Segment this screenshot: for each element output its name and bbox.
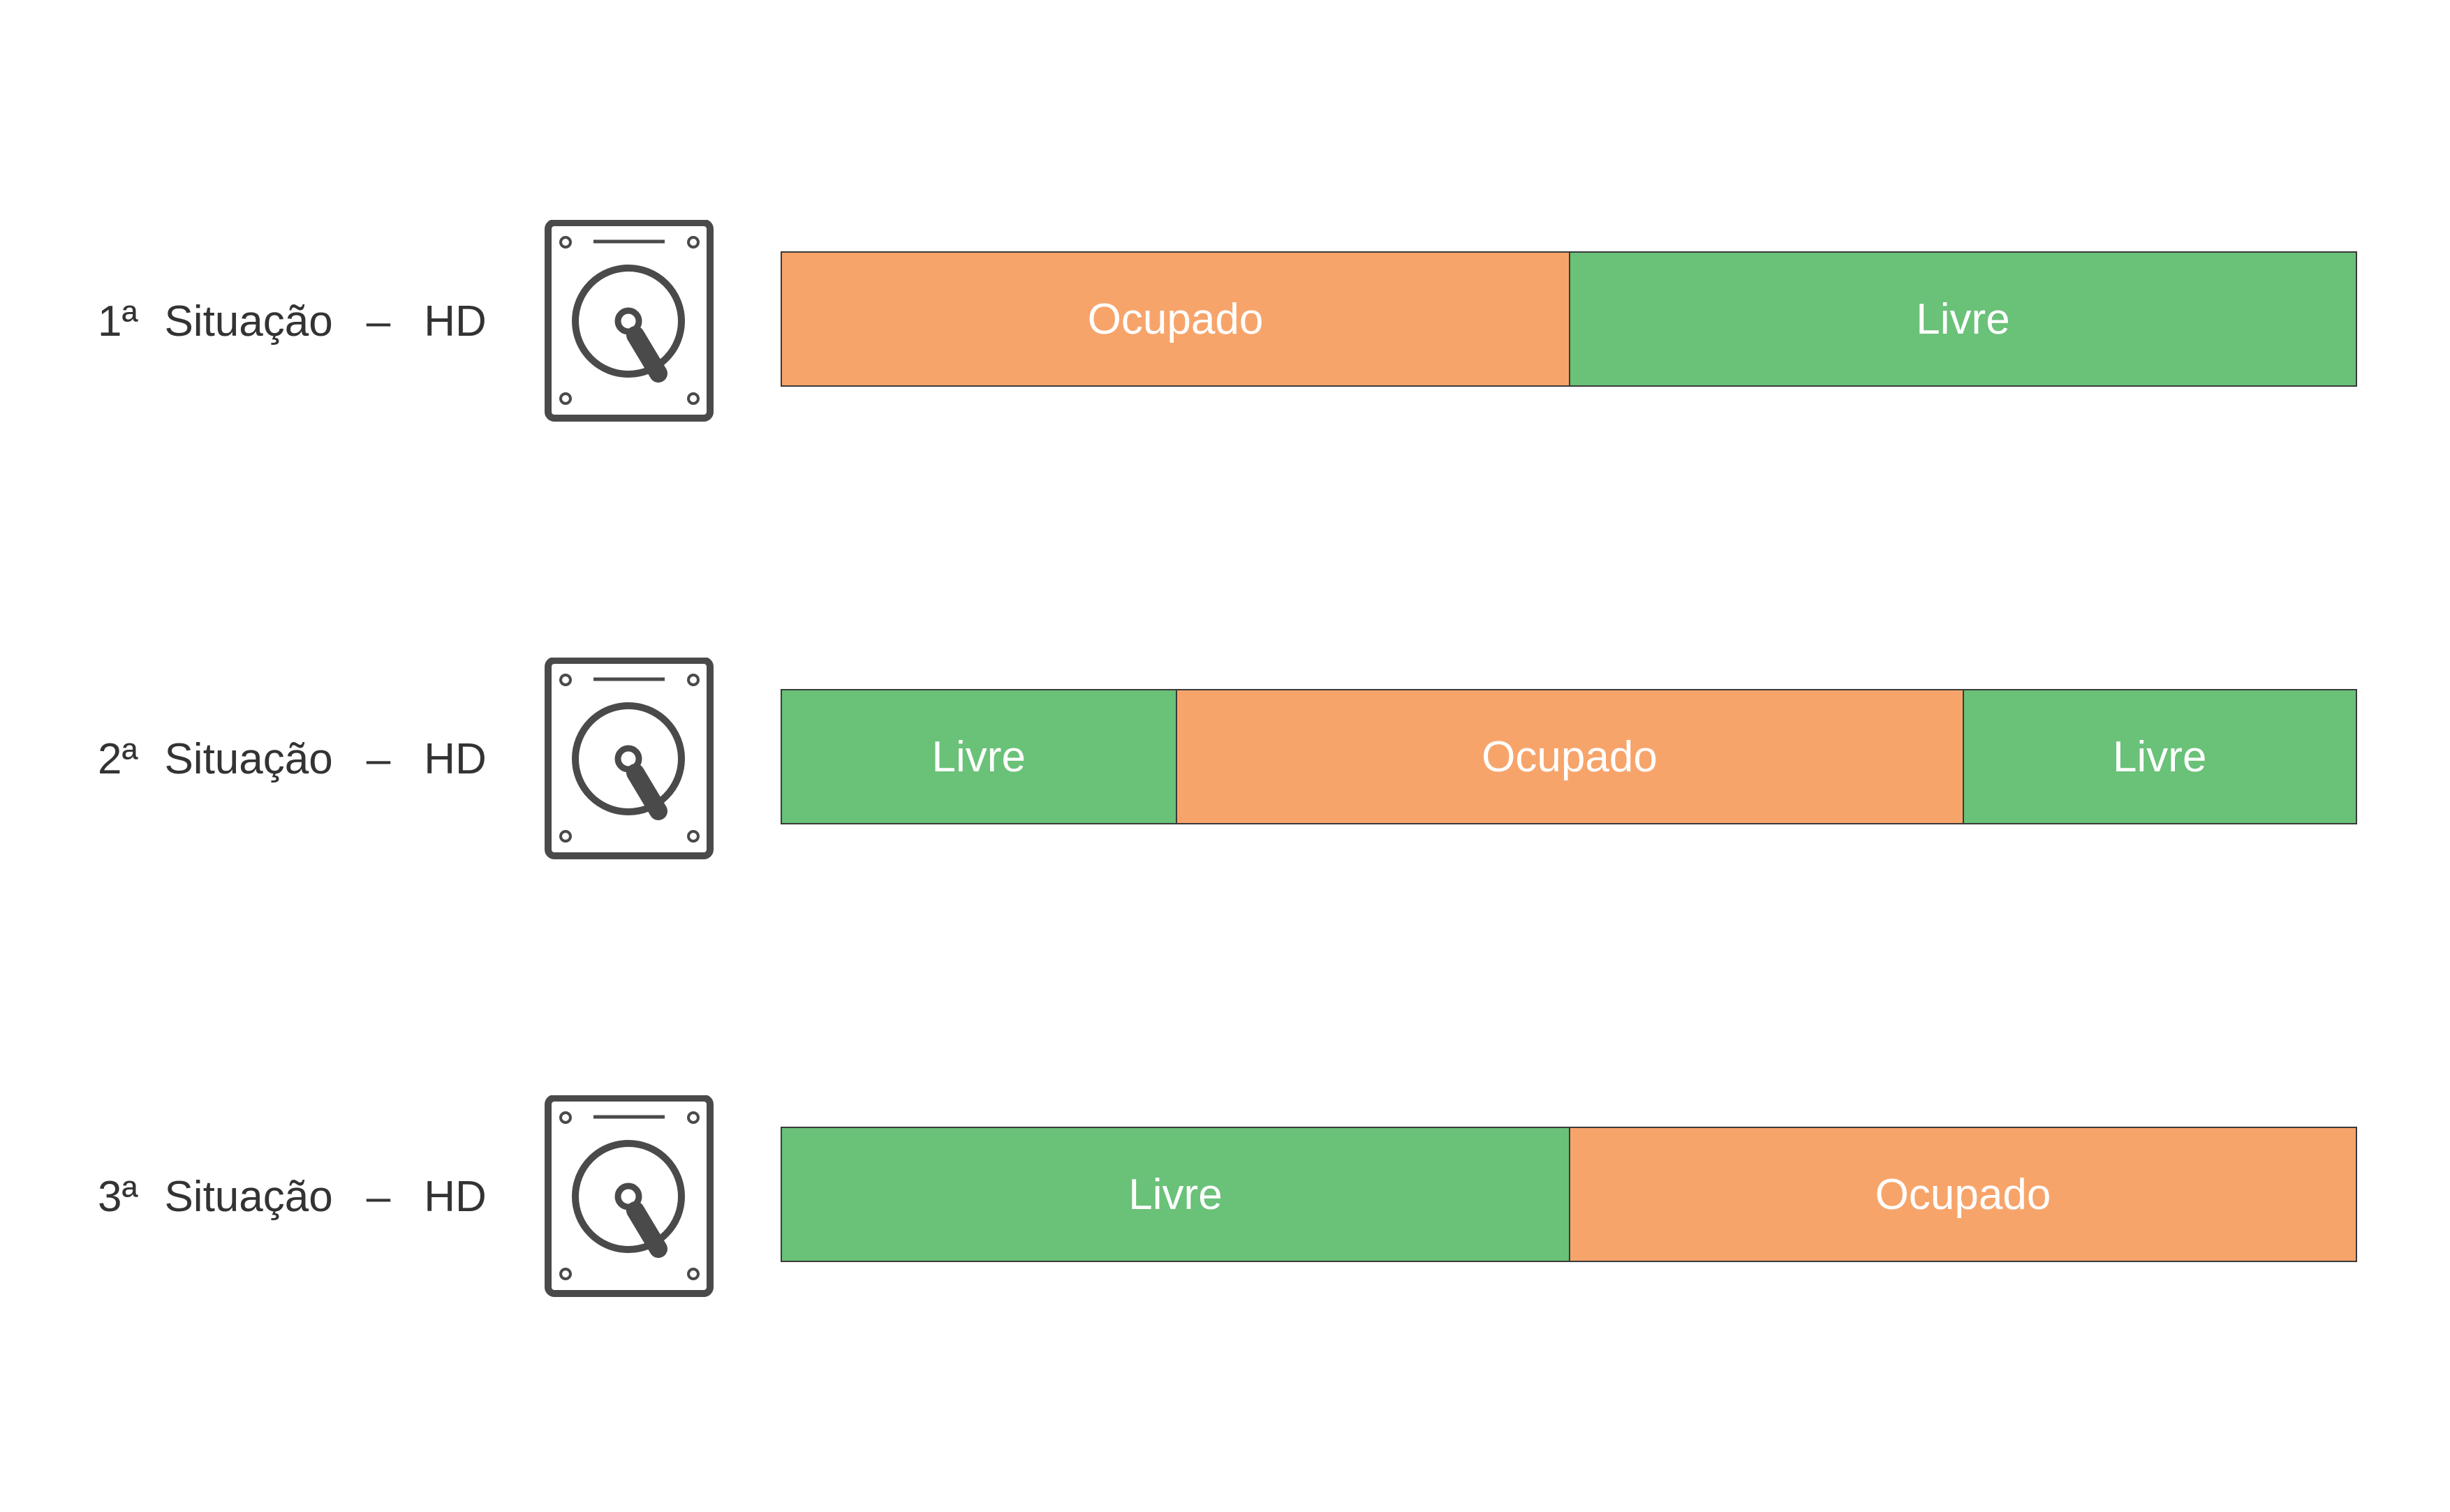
situation-label: 3ª Situação – HD [98,1165,487,1228]
dash-separator: – [366,734,391,783]
situation-label: 1ª Situação – HD [98,290,487,353]
situation-number: 3ª [98,1172,138,1221]
situation-word: Situação [164,734,333,783]
situation-number: 2ª [98,734,138,783]
hard-drive-icon [545,658,714,859]
situation-word: Situação [164,1172,333,1221]
situation-word: Situação [164,297,333,346]
dash-separator: – [366,297,391,346]
device-label: HD [424,1172,487,1221]
segment-ocupado: Ocupado [1175,690,1963,823]
segment-ocupado: Ocupado [782,253,1569,385]
hard-drive-icon [545,1095,714,1297]
dash-separator: – [366,1172,391,1221]
segment-livre: Livre [782,1128,1569,1261]
segment-livre: Livre [1569,253,2356,385]
device-label: HD [424,734,487,783]
segment-ocupado: Ocupado [1569,1128,2356,1261]
device-label: HD [424,297,487,346]
situation-number: 1ª [98,297,138,346]
segment-livre: Livre [1962,690,2356,823]
situation-label: 2ª Situação – HD [98,727,487,790]
hard-drive-icon [545,220,714,422]
segment-livre: Livre [782,690,1176,823]
